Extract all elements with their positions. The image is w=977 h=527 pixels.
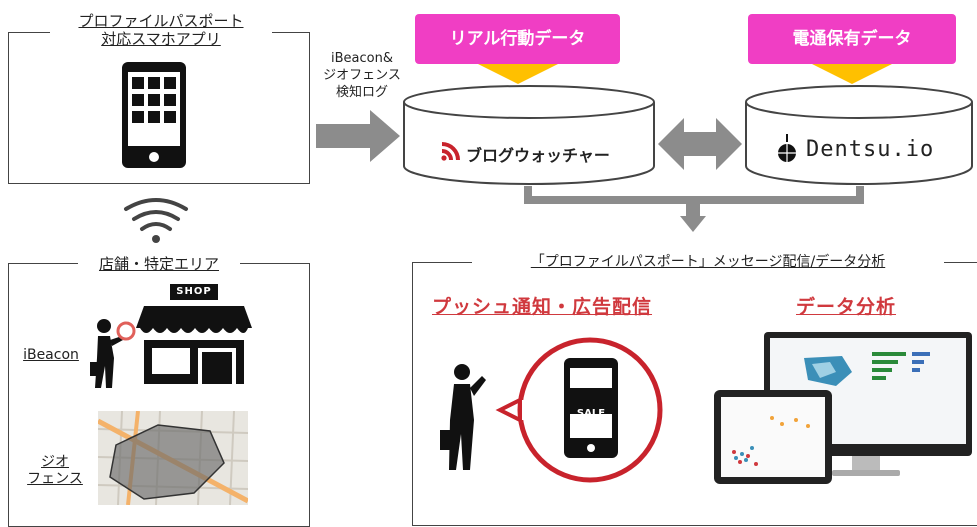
app-frame-title-line1: プロファイルパスポート xyxy=(78,12,244,30)
yellow-down-arrow-left xyxy=(478,64,558,84)
app-frame-title: プロファイルパスポート 対応スマホアプリ xyxy=(50,12,272,48)
merge-connector-arrow xyxy=(524,186,864,232)
app-frame-title-line2: 対応スマホアプリ xyxy=(101,30,221,48)
dentsu-globe-icon xyxy=(778,134,796,162)
geofence-label: ジオ フェンス xyxy=(20,454,90,488)
smartphone-app-icon xyxy=(122,62,186,168)
dentsu-io-label: Dentsu.io xyxy=(806,137,935,162)
log-flow-arrow xyxy=(316,110,400,162)
person-walking-icon xyxy=(90,319,136,388)
geofence-map-image xyxy=(98,411,248,505)
detection-log-label-line3: 検知ログ xyxy=(335,85,388,100)
detection-log-label-line2: ジオフェンス xyxy=(323,68,401,83)
store-frame-title: 店舗・特定エリア xyxy=(78,255,240,273)
shop-sign-text: SHOP xyxy=(176,286,212,297)
push-notification-illustration xyxy=(430,330,686,492)
dentsu-owned-data-box: 電通保有データ xyxy=(748,14,956,64)
blogwatcher-label: ブログウォッチャー xyxy=(466,146,610,165)
output-frame-title: 「プロファイルパスポート」メッセージ配信/データ分析 xyxy=(472,253,944,271)
analytics-dashboard-illustration xyxy=(712,328,974,492)
data-analysis-heading: データ分析 xyxy=(796,296,897,318)
bidirectional-arrow xyxy=(658,118,742,170)
ibeacon-label: iBeacon xyxy=(23,347,79,363)
blogwatcher-logo-icon xyxy=(441,142,460,161)
sale-label: SALE xyxy=(576,408,606,419)
shop-icon xyxy=(136,284,252,384)
geofence-label-line1: ジオ xyxy=(41,454,69,470)
wifi-signal-icon xyxy=(124,198,188,243)
detection-log-label-line1: iBeacon& xyxy=(331,51,393,66)
push-notification-heading: プッシュ通知・広告配信 xyxy=(432,296,653,318)
blogwatcher-database xyxy=(403,85,655,185)
yellow-down-arrow-right xyxy=(812,64,892,84)
dentsu-io-database xyxy=(745,85,973,185)
real-behavior-data-box: リアル行動データ xyxy=(415,14,620,64)
geofence-label-line2: フェンス xyxy=(27,471,83,487)
detection-log-label: iBeacon& ジオフェンス 検知ログ xyxy=(310,50,414,101)
